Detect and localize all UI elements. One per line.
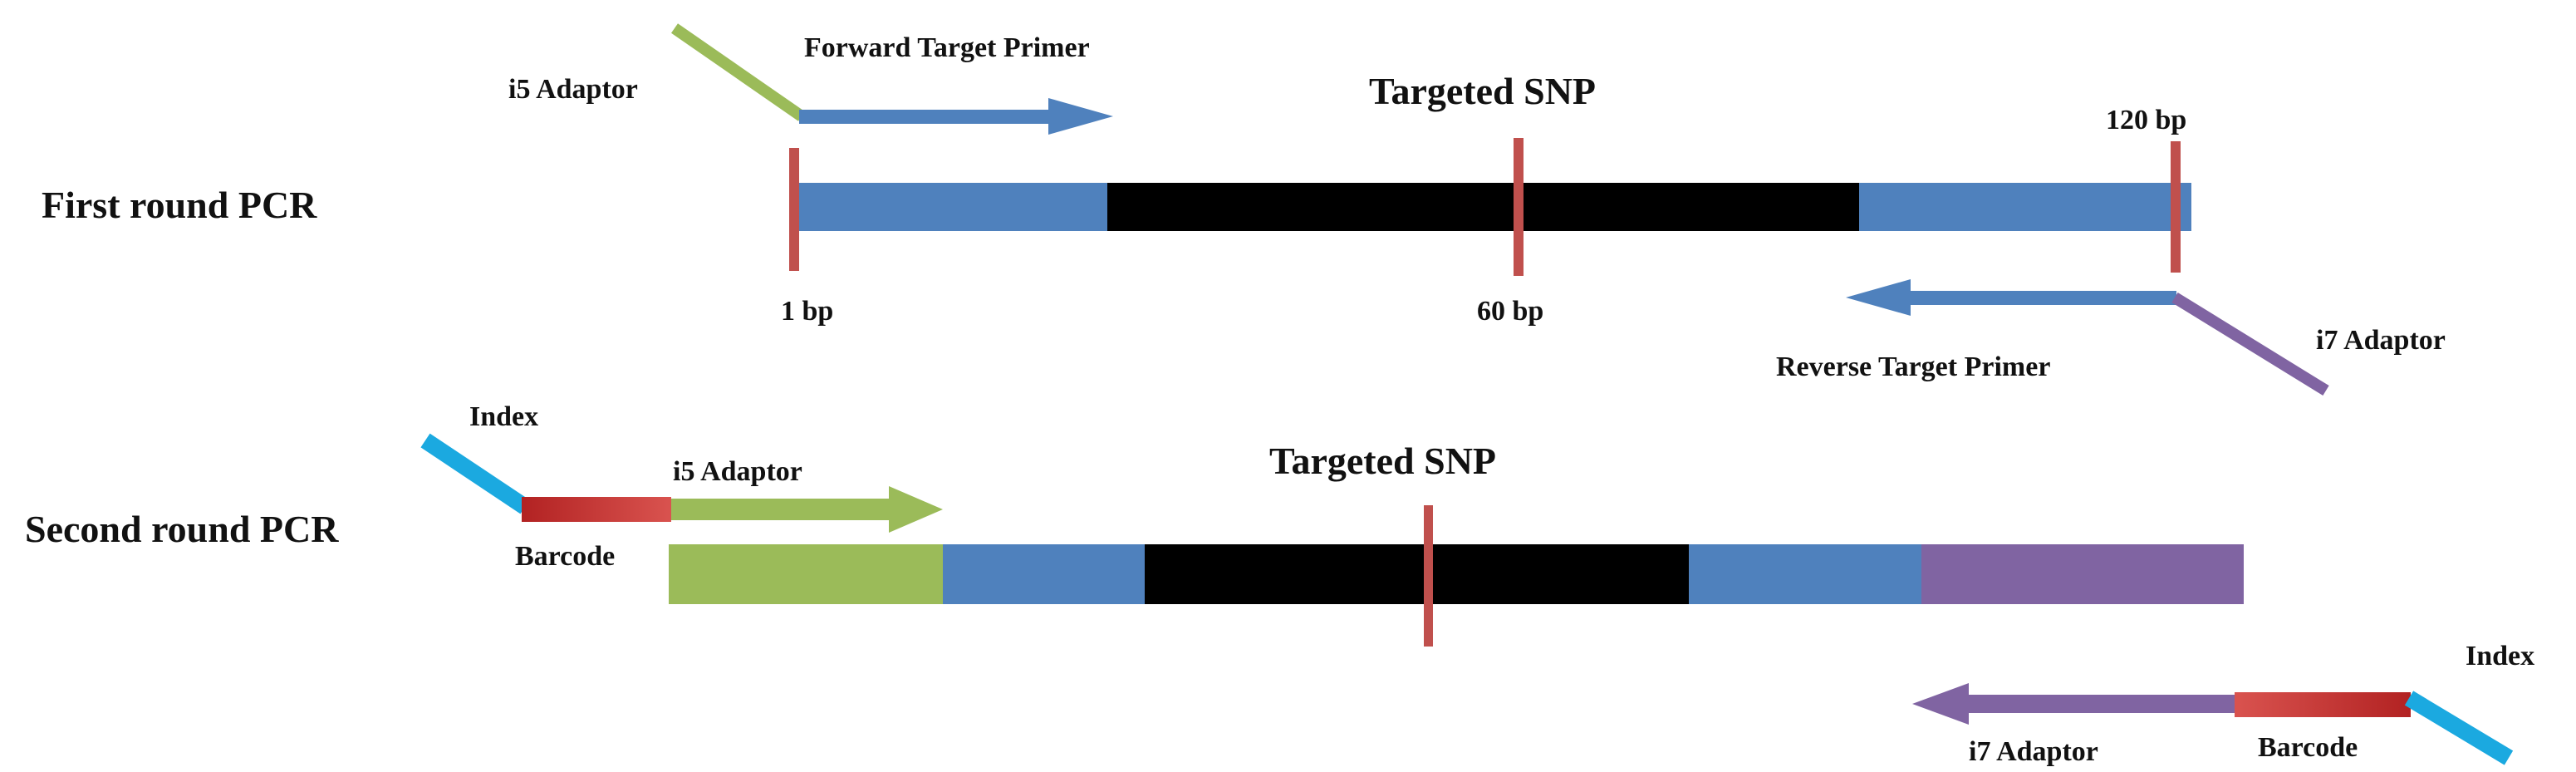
reverse-primer-label: Reverse Target Primer bbox=[1776, 352, 2050, 382]
second-round-group: Second round PCR Targeted SNP Index Barc… bbox=[25, 401, 2534, 767]
left-index-label: Index bbox=[469, 401, 538, 432]
i5-adaptor-line bbox=[671, 23, 805, 121]
second-round-i7-arrow bbox=[1912, 683, 2235, 725]
second-amplicon-black-segment bbox=[1145, 544, 1689, 604]
position-marker-snp bbox=[1514, 138, 1524, 276]
second-round-i7-label: i7 Adaptor bbox=[1969, 736, 2098, 767]
position-label-start: 1 bp bbox=[781, 296, 833, 327]
first-round-i5-label: i5 Adaptor bbox=[508, 74, 638, 105]
first-round-label: First round PCR bbox=[42, 184, 317, 226]
position-marker-start bbox=[789, 148, 799, 271]
forward-primer-arrow bbox=[799, 98, 1113, 135]
second-round-i5-arrow bbox=[671, 486, 943, 533]
right-barcode-bar bbox=[2235, 692, 2411, 717]
amplicon-black-segment bbox=[1107, 183, 1859, 231]
first-round-i7-label: i7 Adaptor bbox=[2316, 325, 2446, 356]
second-amplicon-i5-segment bbox=[669, 544, 943, 604]
second-amplicon-right-blue-segment bbox=[1689, 544, 1921, 604]
right-index-line bbox=[2404, 691, 2514, 765]
first-round-group: First round PCR 1 bp 60 bp 120 bp Target… bbox=[42, 23, 2446, 396]
i7-adaptor-line bbox=[2171, 293, 2329, 396]
right-barcode-label: Barcode bbox=[2258, 732, 2358, 763]
forward-primer-label: Forward Target Primer bbox=[804, 32, 1090, 63]
left-barcode-label: Barcode bbox=[515, 541, 615, 572]
left-barcode-bar bbox=[522, 497, 671, 522]
second-amplicon-left-blue-segment bbox=[943, 544, 1145, 604]
first-round-snp-label: Targeted SNP bbox=[1369, 70, 1596, 112]
amplicon-left-blue-segment bbox=[796, 183, 1107, 231]
second-round-label: Second round PCR bbox=[25, 508, 339, 550]
position-marker-end bbox=[2171, 141, 2181, 273]
amplicon-right-blue-segment bbox=[1859, 183, 2191, 231]
right-index-label: Index bbox=[2466, 641, 2534, 671]
second-round-i5-label: i5 Adaptor bbox=[673, 456, 802, 487]
reverse-primer-arrow bbox=[1846, 279, 2176, 316]
position-label-end: 120 bp bbox=[2106, 105, 2186, 135]
second-round-snp-label: Targeted SNP bbox=[1269, 440, 1496, 482]
second-amplicon-i7-segment bbox=[1921, 544, 2244, 604]
left-index-line bbox=[420, 433, 530, 514]
second-round-snp-marker bbox=[1424, 505, 1433, 647]
position-label-mid: 60 bp bbox=[1477, 296, 1543, 327]
